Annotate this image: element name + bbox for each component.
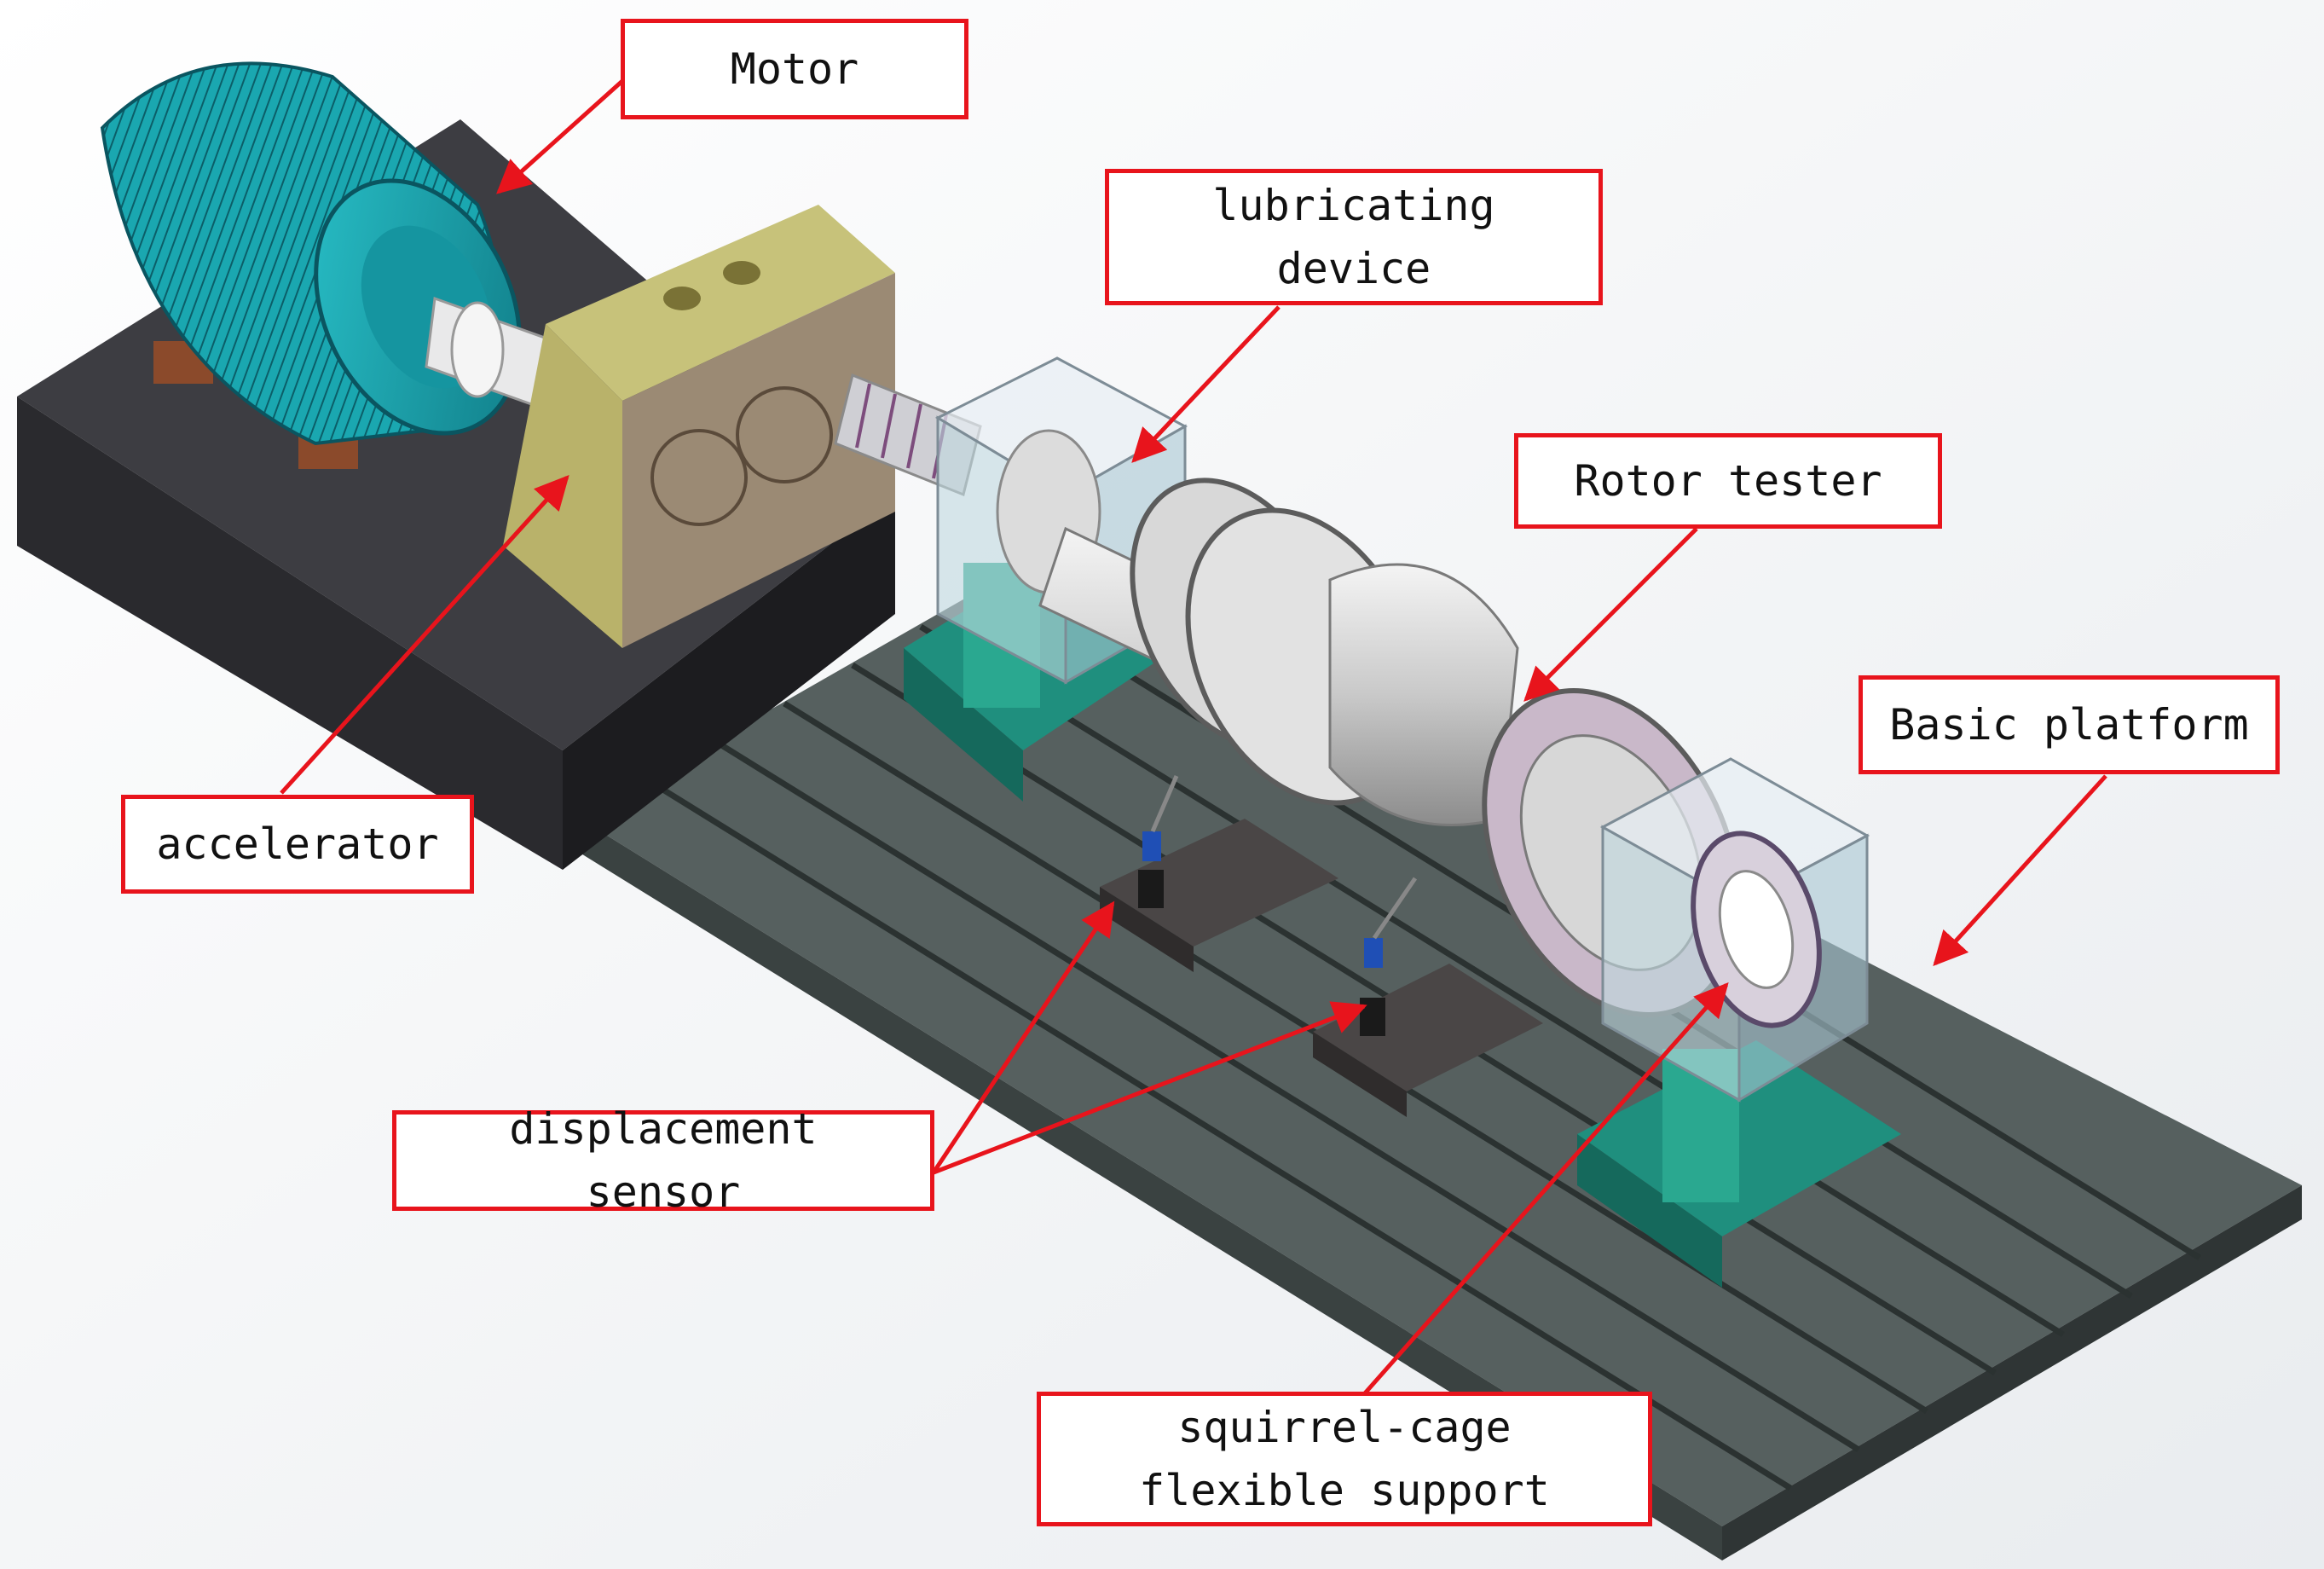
basic-platform-label: Basic platform [1859,675,2280,774]
motor-arrow [496,79,624,194]
rear-support-pedestal [1577,1040,1901,1288]
squirrel-cage-support [1599,757,1870,1103]
motor-coupling [425,296,556,412]
lubricating-device-label: lubricating device [1105,169,1603,305]
displacement-sensor-mount [1100,775,1338,972]
squirrel-cage-label: squirrel-cage flexible support [1037,1392,1652,1526]
rotor-tester-label: Rotor tester [1514,433,1942,529]
callout-arrows [280,79,2107,1396]
accelerator-label: accelerator [121,795,474,894]
platform-arrow [1933,774,2107,966]
lubricating-arrow [1131,305,1281,463]
motor-label: Motor [621,19,968,119]
sensor-arrow-1 [931,900,1115,1174]
sensor-arrow-2 [933,1001,1367,1175]
rotor-arrow [1523,527,1698,702]
displacement-sensor-label: displacement sensor [392,1104,934,1217]
squirrel-cage-arrow [1362,982,1729,1396]
accelerator-arrow [280,475,569,795]
